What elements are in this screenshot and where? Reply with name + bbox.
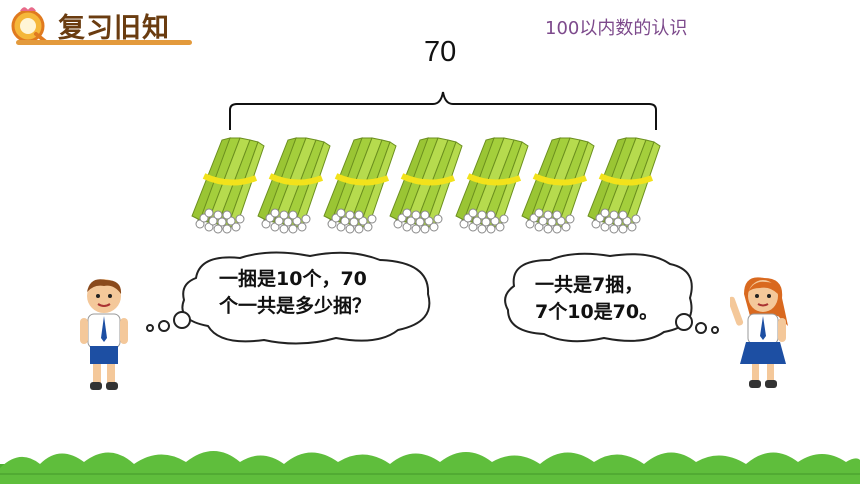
title-underline (16, 40, 192, 45)
boy-question: 一捆是10个，70 个一共是多少捆？ (219, 266, 371, 320)
curly-brace (229, 91, 657, 130)
girl-illustration (730, 277, 788, 388)
boy-illustration (80, 279, 128, 390)
stick-bundle (522, 138, 594, 233)
grass-border (0, 451, 860, 484)
stick-bundle (192, 138, 264, 233)
page-title: 复习旧知 (58, 13, 170, 44)
title-bar: 复习旧知 (6, 4, 194, 45)
lesson-topic: 100以内数的认识 (545, 18, 688, 39)
stick-bundle (588, 138, 660, 233)
boy-question-line1: 一捆是10个，70 (219, 268, 367, 290)
stick-bundle (324, 138, 396, 233)
stick-bundle (456, 138, 528, 233)
girl-answer-line2: 7个10是70。 (535, 301, 659, 323)
girl-answer-line1: 一共是7捆， (535, 274, 644, 296)
stick-bundles (190, 128, 670, 240)
boy-thought-bubble (146, 251, 431, 345)
stick-bundle (258, 138, 330, 233)
boy-question-line2: 个一共是多少捆？ (219, 295, 372, 317)
stick-bundle (390, 138, 462, 233)
total-number: 70 (424, 36, 457, 68)
girl-answer: 一共是7捆， 7个10是70。 (535, 272, 658, 326)
girl-thought-bubble (504, 252, 719, 343)
